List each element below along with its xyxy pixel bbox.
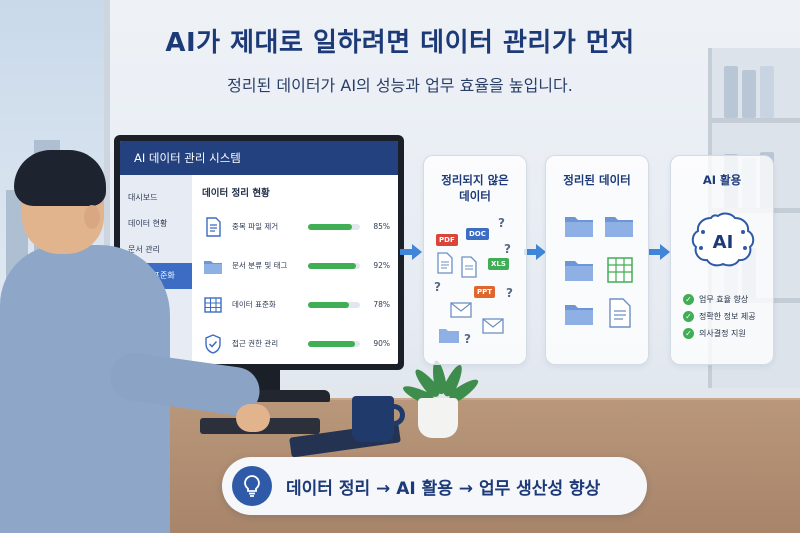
sidebar-item-dashboard[interactable]: 대시보드 <box>128 193 158 202</box>
benefit-item: ✓ 의사결정 지원 <box>683 328 773 339</box>
check-icon: ✓ <box>683 294 694 305</box>
check-icon: ✓ <box>683 328 694 339</box>
person-hand <box>236 404 270 432</box>
app-title: AI 데이터 관리 시스템 <box>134 151 241 165</box>
person-hair <box>14 150 106 206</box>
progress-fill <box>308 262 356 269</box>
folder-icon <box>439 329 459 343</box>
document-icon <box>206 216 221 237</box>
benefit-item: ✓ 정확한 정보 제공 <box>683 311 773 322</box>
summary-banner: 데이터 정리 → AI 활용 → 업무 생산성 향상 <box>222 457 647 515</box>
stat-row: 데이터 표준화 78% <box>202 285 390 324</box>
progress-track <box>308 340 360 347</box>
svg-text:AI: AI <box>713 232 734 253</box>
check-icon: ✓ <box>683 311 694 322</box>
stat-percent: 85% <box>373 222 390 231</box>
stat-label: 접근 권한 관리 <box>232 339 279 348</box>
progress-track <box>308 301 360 308</box>
banner-text: 데이터 정리 → AI 활용 → 업무 생산성 향상 <box>286 478 601 499</box>
question-mark-icon: ? <box>504 242 511 256</box>
folder-icon <box>565 217 593 237</box>
card-title: 정리되지 않은 데이터 <box>441 173 509 203</box>
stat-row: 문서 분류 및 태그 92% <box>202 246 390 285</box>
pdf-tag: PDF <box>436 234 458 246</box>
person-ear <box>84 205 100 229</box>
question-mark-icon: ? <box>464 332 471 346</box>
app-window: AI 데이터 관리 시스템 대시보드 데이터 현황 문서 관리 데이터 표준화 … <box>120 141 398 364</box>
benefit-item: ✓ 업무 효율 향상 <box>683 294 773 305</box>
page-subtitle: 정리된 데이터가 AI의 성능과 업무 효율을 높입니다. <box>227 76 573 95</box>
card-organized-data: 정리된 데이터 <box>545 155 649 365</box>
stat-percent: 92% <box>373 261 390 270</box>
arrow-right-icon <box>400 244 422 260</box>
coffee-mug <box>352 396 394 442</box>
ppt-tag: PPT <box>474 286 496 298</box>
folder-icon <box>204 260 222 274</box>
document-icon <box>461 256 477 278</box>
card-unorganized-data: 정리되지 않은 데이터 PDF DOC XLS PPT ? ? ? ? ? <box>423 155 527 365</box>
page-title: AI가 제대로 일하려면 데이터 관리가 먼저 <box>165 28 635 58</box>
app-title-bar: AI 데이터 관리 시스템 <box>120 141 398 175</box>
mail-icon <box>482 318 504 334</box>
main-title: 데이터 정리 현황 <box>202 188 270 199</box>
folder-icon <box>565 261 593 281</box>
stat-row: 접근 권한 관리 90% <box>202 324 390 363</box>
monitor: AI 데이터 관리 시스템 대시보드 데이터 현황 문서 관리 데이터 표준화 … <box>114 135 404 370</box>
question-mark-icon: ? <box>498 216 505 230</box>
xls-tag: XLS <box>488 258 509 270</box>
main-panel: 데이터 정리 현황 중복 파일 제거 85% 문서 분류 및 태그 <box>192 175 398 364</box>
stat-percent: 78% <box>373 300 390 309</box>
progress-fill <box>308 223 353 230</box>
arrow-right-icon <box>524 244 546 260</box>
mail-icon <box>450 302 472 318</box>
question-mark-icon: ? <box>506 286 513 300</box>
arrow-right-icon <box>648 244 670 260</box>
sidebar-item-data-status[interactable]: 데이터 현황 <box>128 219 168 228</box>
spreadsheet-icon <box>607 257 633 283</box>
shield-check-icon <box>205 333 221 354</box>
card-title: 정리된 데이터 <box>563 173 631 187</box>
stat-label: 데이터 표준화 <box>232 300 276 309</box>
stat-percent: 90% <box>373 339 390 348</box>
folder-icon <box>565 305 593 325</box>
doc-tag: DOC <box>466 228 489 240</box>
stat-label: 문서 분류 및 태그 <box>232 261 288 270</box>
progress-fill <box>308 301 349 308</box>
plant-pot <box>418 398 458 438</box>
table-icon <box>204 296 222 313</box>
progress-track <box>308 223 360 230</box>
card-title: AI 활용 <box>702 173 742 187</box>
card-ai-usage: AI 활용 AI ✓ 업무 효율 향상 ✓ 정확한 정보 제공 ✓ 의사결정 지… <box>670 155 774 365</box>
question-mark-icon: ? <box>434 280 441 294</box>
progress-track <box>308 262 360 269</box>
stat-row: 중복 파일 제거 85% <box>202 207 390 246</box>
folder-icon <box>605 217 633 237</box>
progress-fill <box>308 340 355 347</box>
mug-handle <box>389 404 405 426</box>
document-icon <box>609 298 631 328</box>
sidebar-item-documents[interactable]: 문서 관리 <box>128 245 160 254</box>
lightbulb-icon <box>232 466 272 506</box>
document-icon <box>437 252 453 274</box>
ai-brain-icon: AI <box>691 212 755 267</box>
stat-label: 중복 파일 제거 <box>232 222 279 231</box>
